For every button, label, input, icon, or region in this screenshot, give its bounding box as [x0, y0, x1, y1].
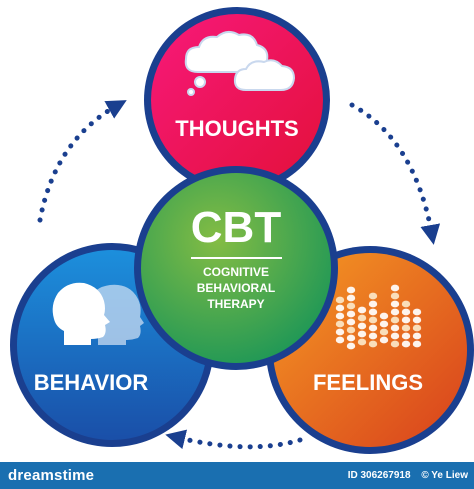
bar-dot	[390, 332, 400, 340]
bar-dot	[335, 320, 345, 328]
bar-dot	[357, 322, 367, 330]
bar-dot	[357, 306, 367, 314]
bar-dot	[346, 310, 356, 318]
bar-dot	[401, 340, 411, 348]
bar-dot	[346, 334, 356, 342]
thoughts-label: THOUGHTS	[175, 116, 298, 141]
bar-dot	[390, 316, 400, 324]
watermark-footer: dreamstime ID 306267918 © Ye Liew	[0, 462, 474, 489]
bar-dot	[401, 316, 411, 324]
bar-dot	[368, 300, 378, 308]
bar-dot	[368, 324, 378, 332]
bar-dot	[346, 286, 356, 294]
bar-dot	[357, 330, 367, 338]
bar-dot	[346, 342, 356, 350]
cloud-icon	[184, 31, 296, 96]
bar-dot	[346, 326, 356, 334]
bar-dot	[335, 296, 345, 304]
bar-dot	[401, 332, 411, 340]
bar-dot	[379, 320, 389, 328]
bar-dot	[412, 324, 422, 332]
bar-dot	[368, 292, 378, 300]
behavior-label: BEHAVIOR	[34, 370, 149, 395]
bar-dot	[401, 308, 411, 316]
cbt-subtitle-line-3: THERAPY	[207, 297, 264, 311]
bar-dot	[412, 340, 422, 348]
bar-dot	[346, 294, 356, 302]
arrow-behavior-to-thoughts	[37, 100, 127, 223]
bar-dot	[379, 312, 389, 320]
bar-dot	[412, 332, 422, 340]
head-profile-icon	[52, 282, 144, 345]
bar-dot	[390, 284, 400, 292]
bar-dot	[335, 312, 345, 320]
bar-dot	[335, 336, 345, 344]
bar-dot	[390, 324, 400, 332]
arrow-feelings-to-behavior	[165, 429, 303, 450]
bar-dot	[390, 300, 400, 308]
diagram-canvas: THOUGHTS BEHAVIOR FEELINGS CBT COGNITIVE…	[10, 7, 474, 454]
watermark-credit: ID 306267918 © Ye Liew	[340, 470, 468, 481]
cbt-subtitle-line-1: COGNITIVE	[203, 265, 269, 279]
bar-dot	[390, 292, 400, 300]
watermark-brand: dreamstime	[8, 467, 95, 484]
cbt-title: CBT	[191, 203, 282, 252]
bar-dot	[379, 328, 389, 336]
bar-dot	[379, 336, 389, 344]
bar-dot	[390, 340, 400, 348]
arrow-thoughts-to-feelings	[349, 102, 441, 245]
author-text: © Ye Liew	[421, 470, 468, 481]
bar-dot	[412, 308, 422, 316]
dotted-bars-icon	[335, 284, 422, 350]
bar-dot	[335, 328, 345, 336]
cbt-center-node	[134, 166, 338, 370]
cbt-subtitle-line-2: BEHAVIORAL	[197, 281, 275, 295]
bar-dot	[368, 332, 378, 340]
bar-dot	[346, 302, 356, 310]
bar-dot	[401, 300, 411, 308]
bar-dot	[401, 324, 411, 332]
bar-dot	[357, 314, 367, 322]
bar-dot	[412, 316, 422, 324]
feelings-label: FEELINGS	[313, 370, 423, 395]
image-id-text: ID 306267918	[347, 470, 411, 481]
bar-dot	[368, 340, 378, 348]
bar-dot	[357, 338, 367, 346]
bar-dot	[368, 316, 378, 324]
bar-dot	[390, 308, 400, 316]
bar-dot	[368, 308, 378, 316]
bar-dot	[346, 318, 356, 326]
bar-dot	[335, 304, 345, 312]
